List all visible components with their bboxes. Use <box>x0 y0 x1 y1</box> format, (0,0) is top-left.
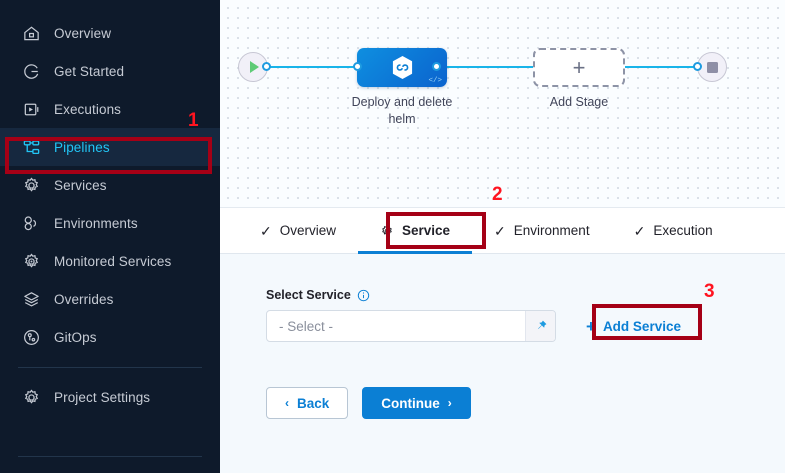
continue-button[interactable]: Continue › <box>362 387 471 419</box>
stage-tab-bar: ✓ Overview Service ✓ Environment ✓ Execu… <box>220 208 785 254</box>
home-icon <box>22 24 41 43</box>
main-pane: </> Deploy and delete helm + Add Stage ✓… <box>220 0 785 473</box>
monitored-services-icon <box>22 252 41 271</box>
tab-label: Service <box>402 223 451 238</box>
play-icon <box>250 61 259 73</box>
connector-dot <box>693 62 702 71</box>
sidebar-item-label: Services <box>54 177 107 193</box>
sidebar-item-label: Executions <box>54 101 122 117</box>
stage-node-deploy-and-delete-helm[interactable]: </> <box>357 48 447 87</box>
sidebar-item-gitops[interactable]: GitOps <box>0 318 220 356</box>
sidebar-settings-list: Project Settings <box>0 378 220 416</box>
sidebar-item-label: Environments <box>54 215 138 231</box>
sidebar-item-label: Project Settings <box>54 389 151 405</box>
sidebar: Overview Get Started E <box>0 0 220 473</box>
connector-wire <box>268 66 398 68</box>
select-service-value: - Select - <box>279 318 334 334</box>
tab-execution[interactable]: ✓ Execution <box>612 208 735 253</box>
tab-environment[interactable]: ✓ Environment <box>472 208 612 253</box>
chevron-right-icon: › <box>447 396 452 410</box>
check-icon: ✓ <box>494 222 506 239</box>
code-badge-icon: </> <box>428 77 442 85</box>
stop-icon <box>706 61 718 73</box>
sidebar-item-overview[interactable]: Overview <box>0 14 220 52</box>
sidebar-nav-list: Overview Get Started E <box>0 14 220 356</box>
select-service-label-row: Select Service <box>266 288 785 302</box>
get-started-icon <box>22 62 41 81</box>
tab-label: Overview <box>279 223 336 238</box>
sidebar-item-project-settings[interactable]: Project Settings <box>0 378 220 416</box>
info-icon[interactable] <box>357 289 370 302</box>
select-service-label: Select Service <box>266 288 351 302</box>
plus-icon: + <box>572 54 586 80</box>
tab-overview[interactable]: ✓ Overview <box>238 208 358 253</box>
sidebar-divider-top <box>18 367 202 368</box>
sidebar-item-environments[interactable]: Environments <box>0 204 220 242</box>
pipeline-flow: </> Deploy and delete helm + Add Stage <box>220 42 785 162</box>
back-button-label: Back <box>297 395 330 411</box>
stage-node-caption: Deploy and delete helm <box>351 95 453 126</box>
sidebar-item-executions[interactable]: Executions <box>0 90 220 128</box>
connector-dot <box>353 62 362 71</box>
connector-dot <box>262 62 271 71</box>
form-action-buttons: ‹ Back Continue › <box>266 387 785 419</box>
sidebar-item-overrides[interactable]: Overrides <box>0 280 220 318</box>
gear-icon <box>380 224 394 238</box>
pipeline-canvas[interactable]: </> Deploy and delete helm + Add Stage <box>220 0 785 208</box>
environments-icon <box>22 214 41 233</box>
add-stage-caption: Add Stage <box>549 95 609 109</box>
sidebar-item-label: Monitored Services <box>54 253 172 269</box>
tab-label: Execution <box>653 223 713 238</box>
plus-icon: + <box>586 316 596 336</box>
layers-icon <box>22 290 41 309</box>
pin-icon[interactable] <box>525 311 555 341</box>
add-stage-button[interactable]: + <box>533 48 625 87</box>
add-service-label: Add Service <box>602 318 681 334</box>
pipelines-icon <box>22 138 41 157</box>
sidebar-item-monitored-services[interactable]: Monitored Services <box>0 242 220 280</box>
gear-icon <box>22 388 41 407</box>
sidebar-item-label: Pipelines <box>54 139 110 155</box>
select-service-dropdown[interactable]: - Select - <box>266 310 556 342</box>
connector-wire <box>620 66 698 68</box>
select-service-row: - Select - + Add Service <box>266 310 785 342</box>
tab-label: Environment <box>513 223 590 238</box>
tab-service[interactable]: Service <box>358 208 473 254</box>
executions-icon <box>22 100 41 119</box>
check-icon: ✓ <box>633 222 646 239</box>
sidebar-item-label: Overrides <box>54 291 114 307</box>
harness-hex-icon <box>392 56 412 79</box>
sidebar-item-label: Get Started <box>54 63 125 79</box>
sidebar-item-services[interactable]: Services <box>0 166 220 204</box>
connector-wire <box>438 66 552 68</box>
pipeline-end-node[interactable] <box>697 52 727 82</box>
sidebar-divider-bottom <box>18 456 202 457</box>
back-button[interactable]: ‹ Back <box>266 387 349 419</box>
check-icon: ✓ <box>260 222 272 239</box>
continue-button-label: Continue <box>381 395 440 411</box>
gear-icon <box>22 176 41 195</box>
connector-dot <box>432 62 441 71</box>
sidebar-item-get-started[interactable]: Get Started <box>0 52 220 90</box>
sidebar-item-pipelines[interactable]: Pipelines <box>0 128 220 166</box>
add-service-button[interactable]: + Add Service <box>582 310 685 342</box>
sidebar-item-label: Overview <box>54 25 112 41</box>
sidebar-item-label: GitOps <box>54 329 97 345</box>
gitops-icon <box>22 328 41 347</box>
chevron-left-icon: ‹ <box>285 396 289 410</box>
service-form: Select Service - Select - <box>220 254 785 473</box>
